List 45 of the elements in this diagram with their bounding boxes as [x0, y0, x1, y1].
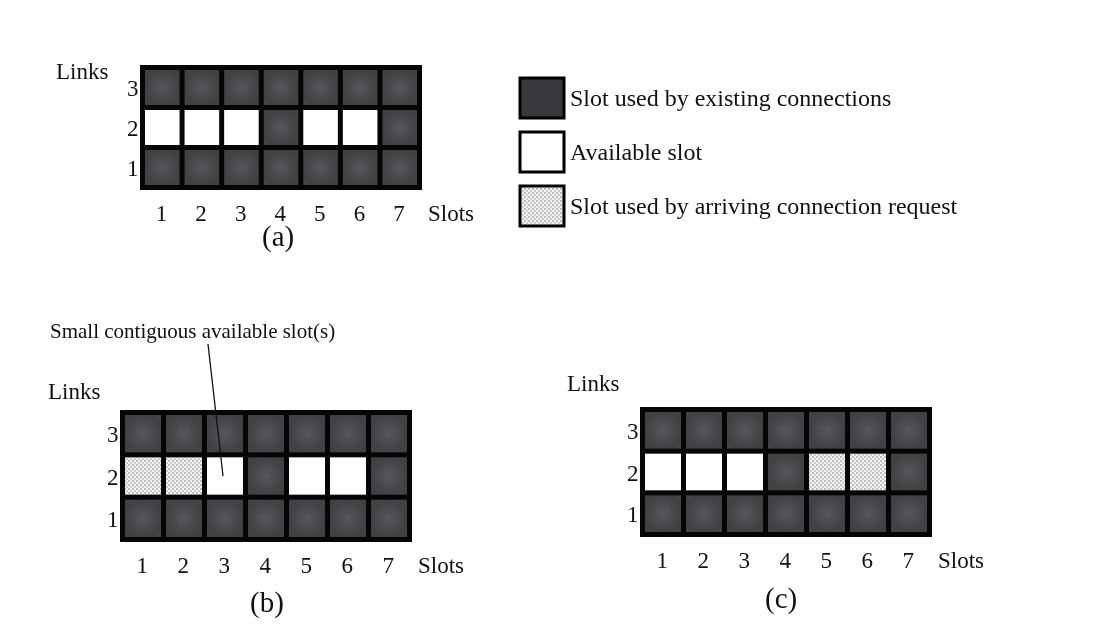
link-number: 1 [127, 157, 139, 180]
link-number: 3 [627, 419, 639, 443]
leader-line [207, 343, 224, 477]
slot-number: 1 [155, 202, 168, 225]
slot-number: 3 [218, 554, 230, 577]
slot-number: 6 [341, 554, 353, 577]
slot-number: 1 [136, 554, 148, 577]
link-number: 3 [127, 77, 139, 100]
slot-number: 4 [779, 549, 791, 572]
panel-label: (a) [262, 222, 295, 251]
callout-text: Small contiguous available slot(s) [50, 321, 336, 342]
slot-number: 2 [697, 549, 709, 572]
axis-title: Links [567, 372, 620, 395]
legend-label: Slot used by existing connections [570, 86, 892, 110]
slot-number: 6 [353, 202, 366, 225]
link-number: 1 [107, 507, 119, 531]
slot-number: 7 [902, 549, 914, 572]
slot-number: 2 [195, 202, 207, 225]
slot-number: 7 [382, 554, 394, 577]
legend-label: Slot used by arriving connection request [570, 194, 958, 218]
slot-cell [207, 457, 243, 495]
link-number: 3 [107, 423, 119, 447]
link-number: 2 [107, 465, 119, 489]
axis-title: Links [48, 380, 101, 403]
slot-number: 4 [274, 202, 286, 225]
slot-number: 1 [656, 549, 668, 572]
link-number: 1 [627, 503, 639, 527]
axis-title: Slots [428, 202, 475, 225]
link-number: 2 [127, 117, 139, 140]
slot-number: 3 [738, 549, 750, 572]
axis-title: Slots [938, 549, 985, 572]
slot-number: 5 [314, 202, 326, 225]
slot-number: 2 [177, 554, 189, 577]
axis-title: Links [56, 60, 109, 83]
slot-number: 6 [861, 549, 873, 572]
link-number: 2 [627, 461, 639, 485]
slot-number: 7 [393, 202, 405, 225]
legend-label: Available slot [570, 140, 703, 164]
axis-title: Slots [418, 554, 465, 577]
slot-number: 5 [820, 549, 832, 572]
slot-number: 4 [259, 554, 271, 577]
panel-label: (b) [250, 588, 284, 617]
slot-number: 3 [234, 202, 247, 225]
panel-label: (c) [765, 584, 798, 613]
slot-number: 5 [300, 554, 312, 577]
